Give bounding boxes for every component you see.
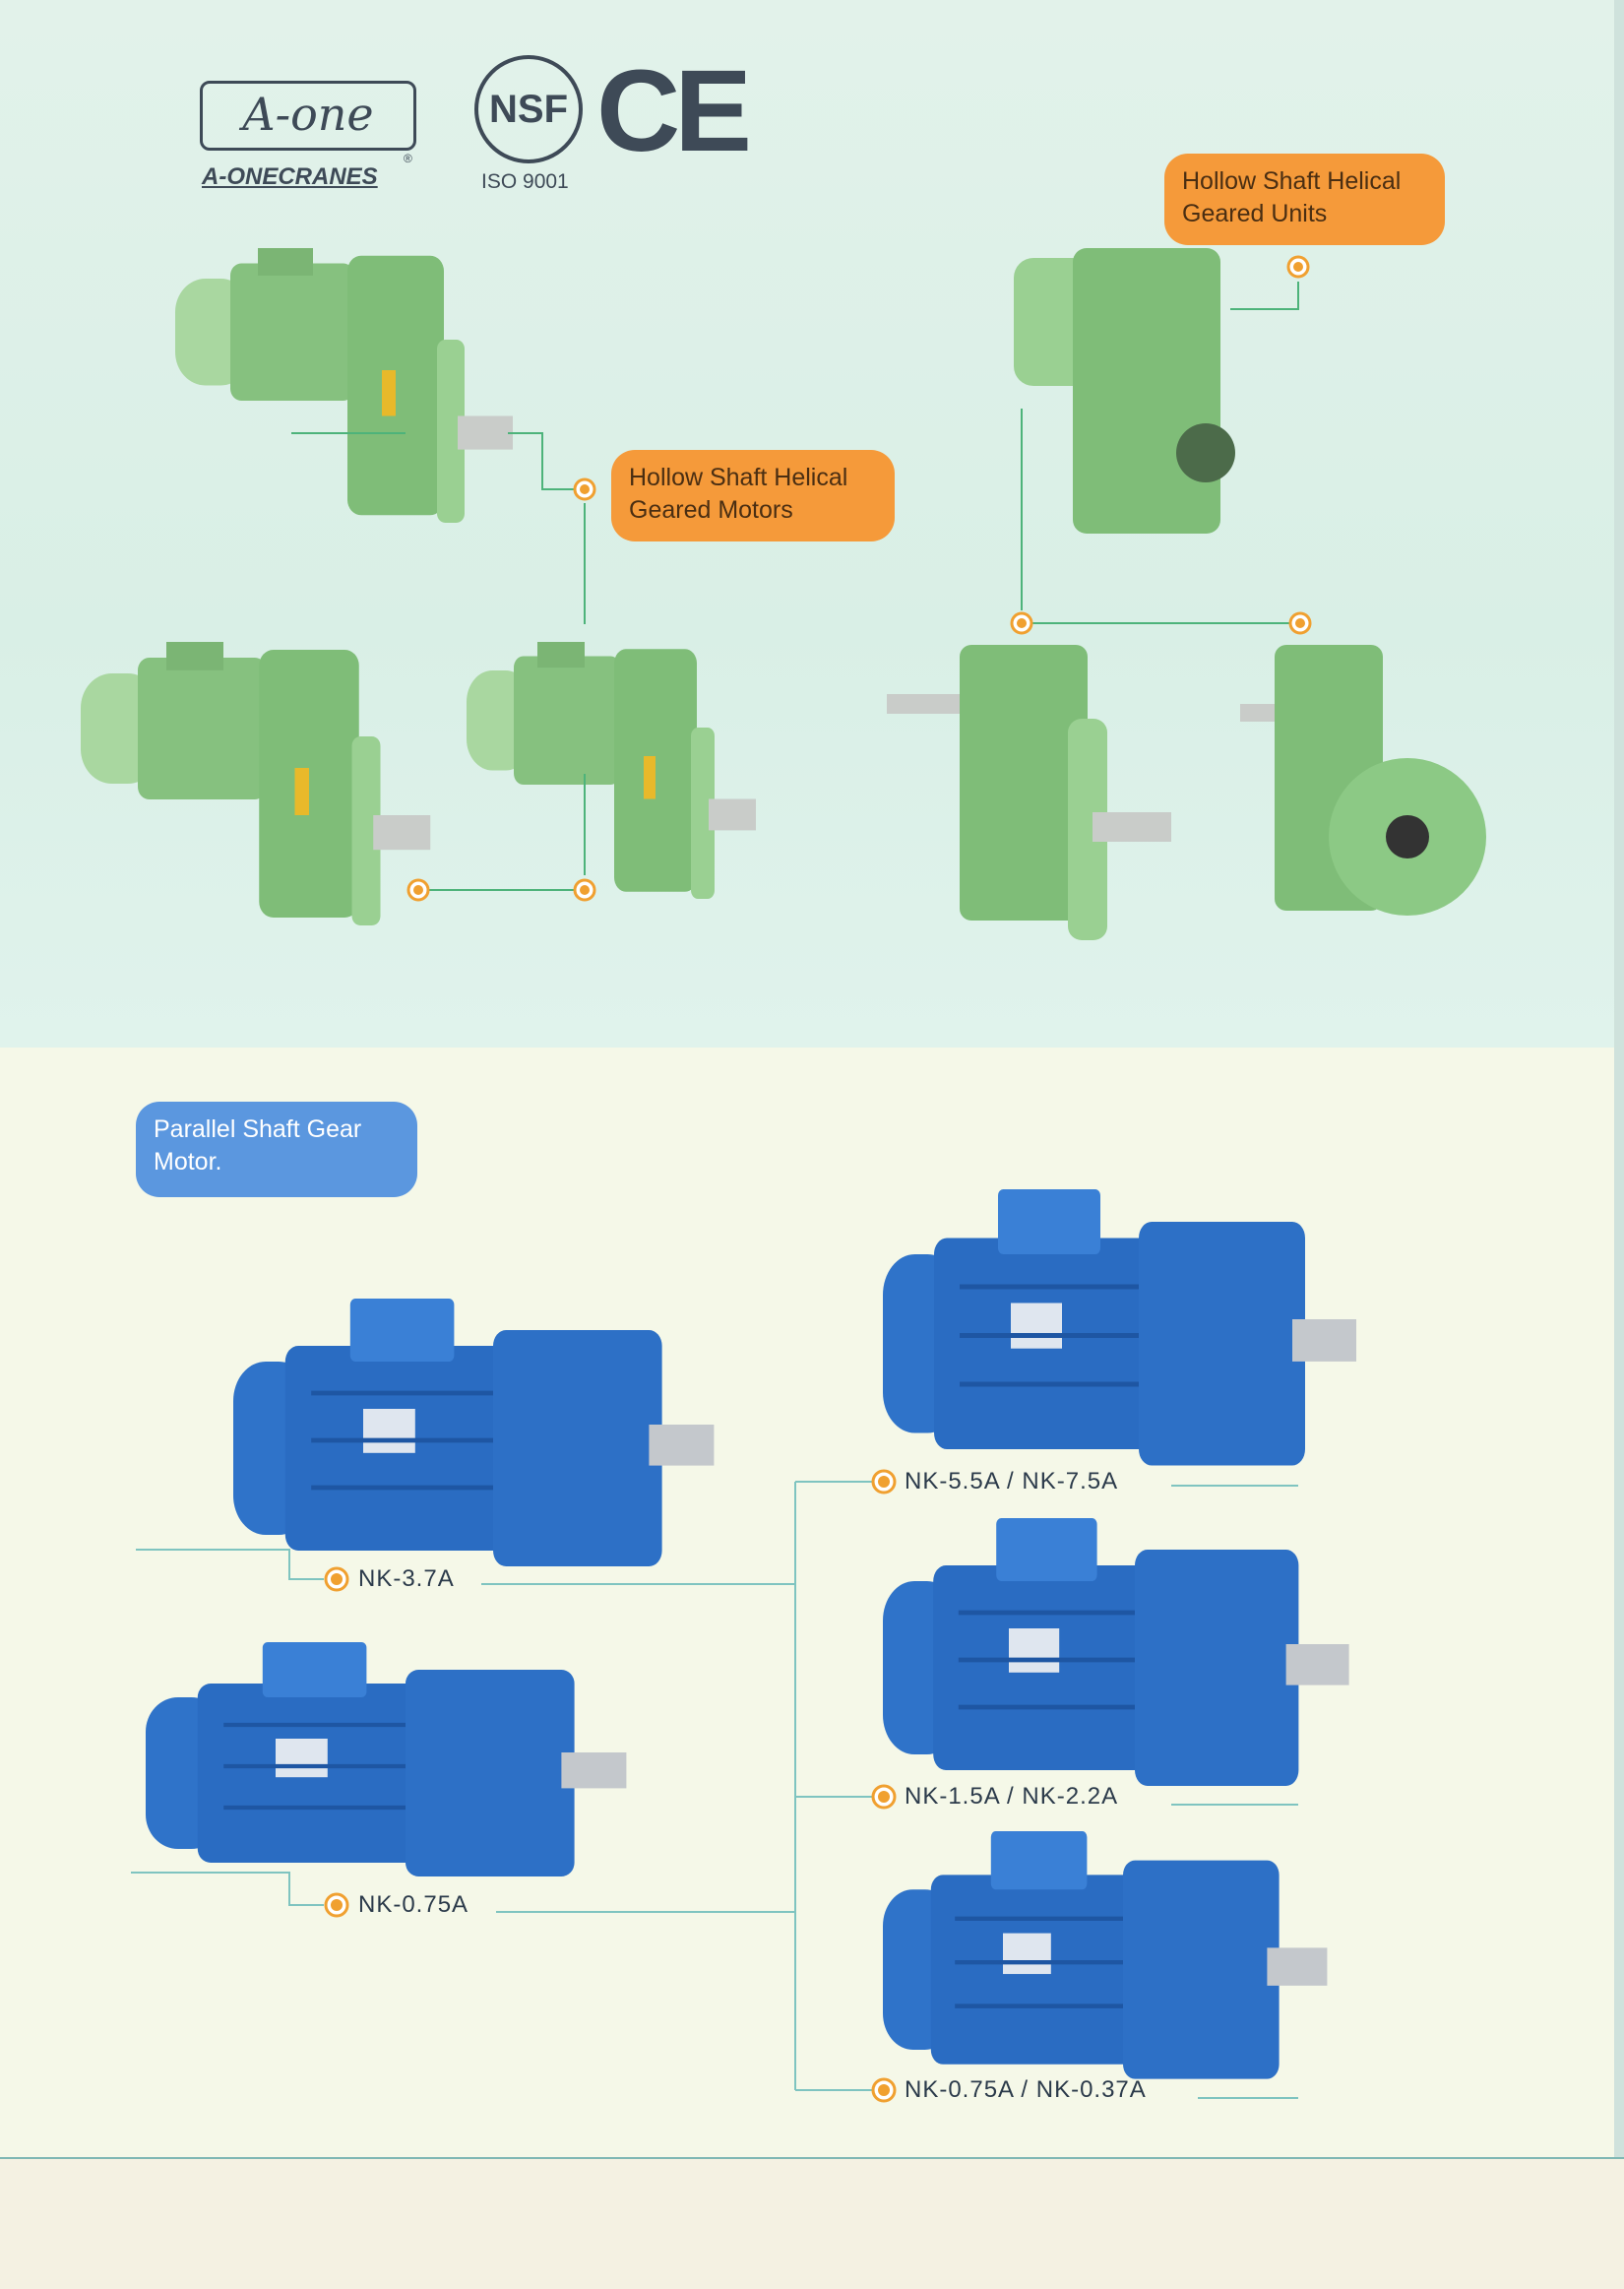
nsf-logo: NSF: [474, 55, 583, 163]
green-gear-motor-image: [81, 642, 431, 925]
model-label: NK-3.7A: [358, 1565, 455, 1592]
blue-gear-motor-image: [883, 1831, 1327, 2079]
tag-line: Parallel Shaft Gear: [154, 1115, 362, 1143]
blue-gear-motor-image: [233, 1299, 714, 1566]
blue-gear-motor-image: [883, 1189, 1356, 1466]
green-gear-motor-image: [175, 248, 513, 523]
registered-mark: ®: [404, 152, 412, 165]
a-one-logo: A-one: [200, 81, 416, 151]
tag-geared-units: Hollow Shaft Helical Geared Units: [1164, 154, 1445, 245]
model-label: NK-5.5A / NK-7.5A: [905, 1468, 1119, 1494]
green-gear-motor-image: [467, 642, 756, 899]
tag-line: Hollow Shaft Helical: [629, 464, 848, 491]
brand-name: A-ONECRANES: [202, 163, 378, 190]
parallel-shaft-section: [0, 1048, 1614, 2157]
tag-line: Motor.: [154, 1148, 222, 1176]
tag-geared-motors: Hollow Shaft Helical Geared Motors: [611, 450, 895, 541]
green-geared-unit-image: [1240, 645, 1486, 916]
tag-line: Hollow Shaft Helical: [1182, 167, 1402, 195]
green-geared-unit-image: [887, 645, 1171, 940]
blue-gear-motor-image: [146, 1642, 626, 1876]
blue-gear-motor-image: [883, 1518, 1349, 1786]
model-label: NK-0.75A: [358, 1891, 469, 1918]
connector-lines: [291, 282, 1300, 891]
model-label: NK-0.75A / NK-0.37A: [905, 2076, 1147, 2103]
ce-mark: CE: [596, 46, 752, 176]
page-edge: [1614, 0, 1624, 2157]
model-label: NK-1.5A / NK-2.2A: [905, 1783, 1119, 1810]
connector-lines: [131, 1481, 1298, 2099]
iso-label: ISO 9001: [481, 170, 569, 193]
tag-parallel-shaft: Parallel Shaft Gear Motor.: [136, 1102, 417, 1197]
page-footer-area: [0, 2157, 1624, 2289]
tag-line: Geared Motors: [629, 496, 793, 524]
tag-line: Geared Units: [1182, 200, 1328, 227]
green-geared-unit-image: [1014, 248, 1235, 534]
